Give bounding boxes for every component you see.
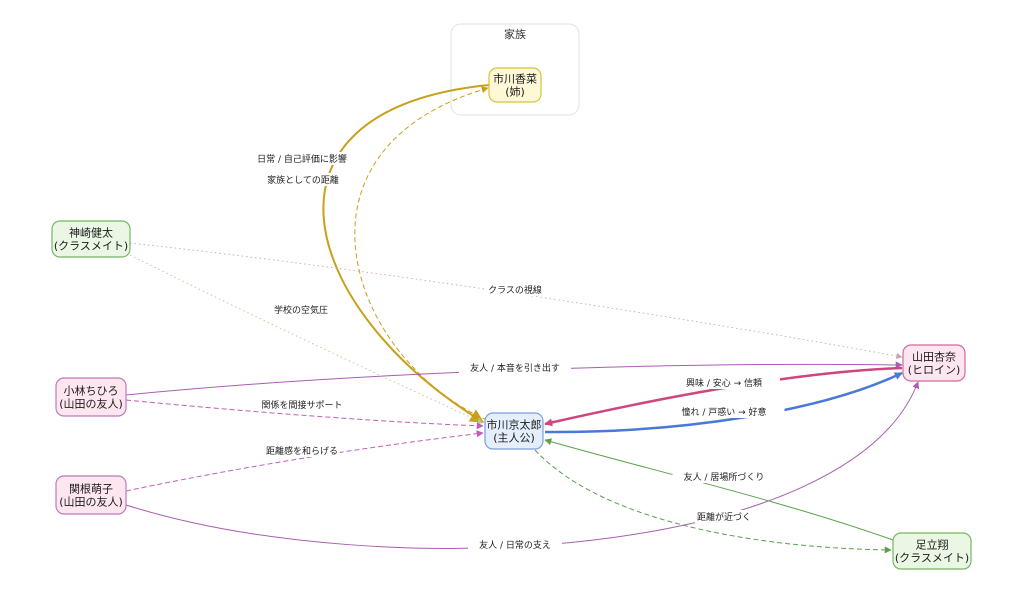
edge-label-adachi-to-kyotaro: 友人 / 居場所づくり: [672, 470, 776, 483]
edge-kana-to-kyotaro: [322, 84, 490, 423]
edge-kyotaro-to-kana: [354, 86, 489, 421]
node-name: 関根萌子: [69, 482, 113, 496]
node-name: 神崎健太: [69, 226, 113, 240]
edge-label-text: 距離が近づく: [697, 511, 751, 523]
edge-label-background: [468, 538, 562, 551]
edge-label-kanzaki-to-kyotaro: 学校の空気圧: [272, 303, 330, 316]
edge-label-background: [672, 470, 776, 483]
edge-label-text: 学校の空気圧: [274, 304, 328, 316]
node-box: [902, 344, 966, 382]
edges-layer: [125, 84, 920, 554]
edge-kyotaro-to-adachi: [534, 449, 892, 554]
edge-label-background: [663, 405, 785, 418]
node-box: [55, 377, 127, 417]
edge-label-background: [459, 361, 571, 374]
edge-label-sekine-to-kyotaro: 距離感を和らげる: [264, 444, 340, 457]
edge-kobayashi-to-kyotaro: [125, 399, 484, 430]
family-group-label: 家族: [504, 27, 526, 41]
node-kyotaro[interactable]: 市川京太郎(主人公): [484, 412, 544, 450]
edge-label-background: [272, 303, 330, 316]
node-adachi[interactable]: 足立翔(クラスメイト): [892, 532, 972, 570]
node-kanzaki[interactable]: 神崎健太(クラスメイト): [51, 220, 131, 258]
edge-label-text: 友人 / 本音を引き出す: [470, 362, 560, 374]
edge-label-background: [695, 510, 753, 523]
node-name: 小林ちひろ: [64, 384, 119, 398]
node-role: (山田の友人): [59, 495, 123, 509]
edge-label-background: [246, 152, 358, 165]
node-name: 市川香菜: [493, 72, 537, 86]
edge-kanzaki-to-kyotaro: [129, 254, 484, 424]
node-role: (主人公): [493, 432, 535, 445]
edge-label-text: 関係を間接サポート: [261, 399, 342, 411]
node-name: 市川京太郎: [487, 418, 542, 432]
edge-label-text: 憧れ / 戸惑い → 好意: [681, 406, 766, 418]
node-anna[interactable]: 山田杏奈(ヒロイン): [902, 344, 966, 382]
edge-label-kanzaki-to-anna: クラスの視線: [486, 283, 544, 296]
edge-label-text: 距離感を和らげる: [266, 445, 338, 457]
edge-label-sekine-to-anna: 友人 / 日常の支え: [468, 538, 562, 551]
edge-label-kyotaro-to-kana: 家族としての距離: [265, 173, 341, 186]
nodes-layer: 市川香菜(姉)市川京太郎(主人公)山田杏奈(ヒロイン)神崎健太(クラスメイト)小…: [51, 67, 972, 570]
node-name: 山田杏奈: [912, 350, 956, 364]
node-role: (クラスメイト): [54, 240, 128, 253]
edge-label-background: [259, 398, 345, 411]
node-role: (ヒロイン): [908, 364, 961, 377]
edge-sekine-to-kyotaro: [125, 430, 484, 492]
edge-label-text: クラスの視線: [488, 284, 542, 296]
node-box: [488, 67, 542, 103]
edge-label-kyotaro-to-adachi: 距離が近づく: [695, 510, 753, 523]
node-box: [892, 532, 972, 570]
node-role: (山田の友人): [59, 397, 123, 411]
edge-label-text: 友人 / 居場所づくり: [684, 471, 765, 483]
node-role: (姉): [505, 85, 525, 99]
node-kana[interactable]: 市川香菜(姉): [488, 67, 542, 103]
node-box: [51, 220, 131, 258]
node-kobayashi[interactable]: 小林ちひろ(山田の友人): [55, 377, 127, 417]
edge-label-anna-to-kyotaro: 興味 / 安心 → 信頼: [668, 376, 780, 389]
edge-label-background: [486, 283, 544, 296]
edge-label-text: 家族としての距離: [267, 174, 339, 186]
node-sekine[interactable]: 関根萌子(山田の友人): [55, 475, 127, 515]
edge-label-text: 日常 / 自己評価に影響: [257, 153, 347, 165]
node-box: [484, 412, 544, 450]
node-name: 足立翔: [916, 538, 949, 552]
node-role: (クラスメイト): [895, 552, 969, 565]
edge-kanzaki-to-anna: [129, 242, 903, 360]
edge-label-background: [264, 444, 340, 457]
edge-label-kyotaro-to-anna: 憧れ / 戸惑い → 好意: [663, 405, 785, 418]
edge-adachi-to-kyotaro: [544, 438, 894, 541]
edge-label-kobayashi-to-anna: 友人 / 本音を引き出す: [459, 361, 571, 374]
edge-sekine-to-anna: [125, 381, 920, 549]
edge-label-kobayashi-to-kyotaro: 関係を間接サポート: [259, 398, 345, 411]
edge-label-text: 友人 / 日常の支え: [479, 539, 551, 551]
edge-label-kana-to-kyotaro: 日常 / 自己評価に影響: [246, 152, 358, 165]
edge-label-background: [265, 173, 341, 186]
edge-label-text: 興味 / 安心 → 信頼: [686, 377, 762, 389]
edge-label-background: [668, 376, 780, 389]
node-box: [55, 475, 127, 515]
